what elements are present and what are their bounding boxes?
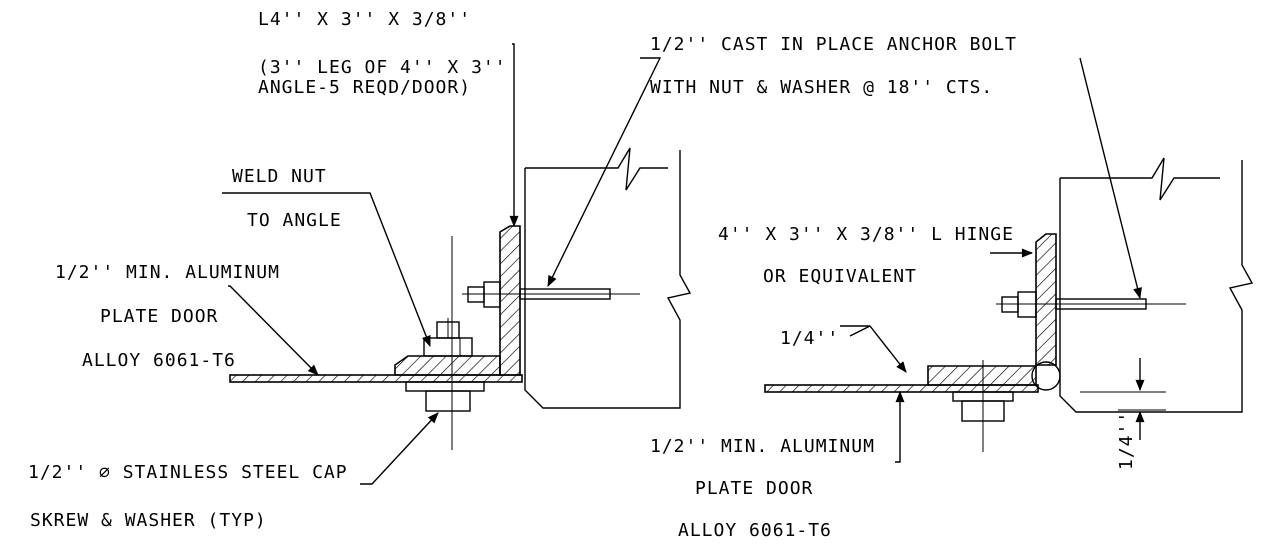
left-plate-callout-line1: 1/2'' MIN. ALUMINUM bbox=[55, 262, 280, 283]
weld-symbol-label: 1/4'' bbox=[780, 328, 839, 349]
left-weld-nut bbox=[423, 318, 473, 357]
right-detail bbox=[764, 157, 1254, 452]
left-plate-callout-line3: ALLOY 6061-T6 bbox=[82, 350, 236, 371]
left-detail bbox=[229, 147, 692, 450]
right-cap-screw bbox=[952, 360, 1014, 452]
anchor-callout-line1: 1/2'' CAST IN PLACE ANCHOR BOLT bbox=[650, 34, 1017, 55]
right-gap-dimension bbox=[1080, 358, 1166, 440]
right-anchor-bolt bbox=[996, 291, 1186, 318]
weld-callout-line2: TO ANGLE bbox=[247, 210, 342, 231]
right-plate-door bbox=[764, 384, 1039, 393]
angle-callout-line1: L4'' X 3'' X 3/8'' bbox=[258, 9, 471, 30]
right-hinge-pin bbox=[1031, 361, 1061, 391]
angle-callout-line3: ANGLE-5 REQD/DOOR) bbox=[258, 77, 471, 98]
screw-callout-line2: SKREW & WASHER (TYP) bbox=[30, 510, 267, 531]
hinge-callout-line1: 4'' X 3'' X 3/8'' L HINGE bbox=[718, 224, 1014, 245]
screw-callout-line1: 1/2'' ⌀ STAINLESS STEEL CAP bbox=[28, 462, 348, 483]
right-plate-callout-line3: ALLOY 6061-T6 bbox=[678, 520, 832, 541]
right-hinge-horizontal-leg bbox=[927, 365, 1037, 386]
left-cap-screw bbox=[405, 381, 485, 412]
left-anchor-bolt bbox=[462, 281, 640, 308]
left-concrete-wall bbox=[524, 147, 692, 409]
left-angle-vertical-leg bbox=[499, 225, 521, 376]
left-plate-door bbox=[229, 374, 523, 383]
right-plate-callout-line2: PLATE DOOR bbox=[695, 478, 813, 499]
right-plate-callout-line1: 1/2'' MIN. ALUMINUM bbox=[650, 436, 875, 457]
hinge-callout-line2: OR EQUIVALENT bbox=[763, 266, 917, 287]
right-concrete-wall bbox=[1059, 157, 1254, 413]
angle-callout-line2: (3'' LEG OF 4'' X 3'' bbox=[258, 57, 507, 78]
left-plate-callout-line2: PLATE DOOR bbox=[100, 306, 218, 327]
right-callout-leaders bbox=[840, 57, 1142, 463]
left-angle-horizontal-leg bbox=[394, 355, 501, 376]
gap-dimension-label: 1/4'' bbox=[1116, 411, 1137, 470]
anchor-callout-line2: WITH NUT & WASHER @ 18'' CTS. bbox=[650, 77, 993, 98]
right-hinge-vertical-leg bbox=[1035, 233, 1057, 366]
left-callout-leaders bbox=[222, 43, 662, 485]
weld-callout-line1: WELD NUT bbox=[232, 166, 327, 187]
